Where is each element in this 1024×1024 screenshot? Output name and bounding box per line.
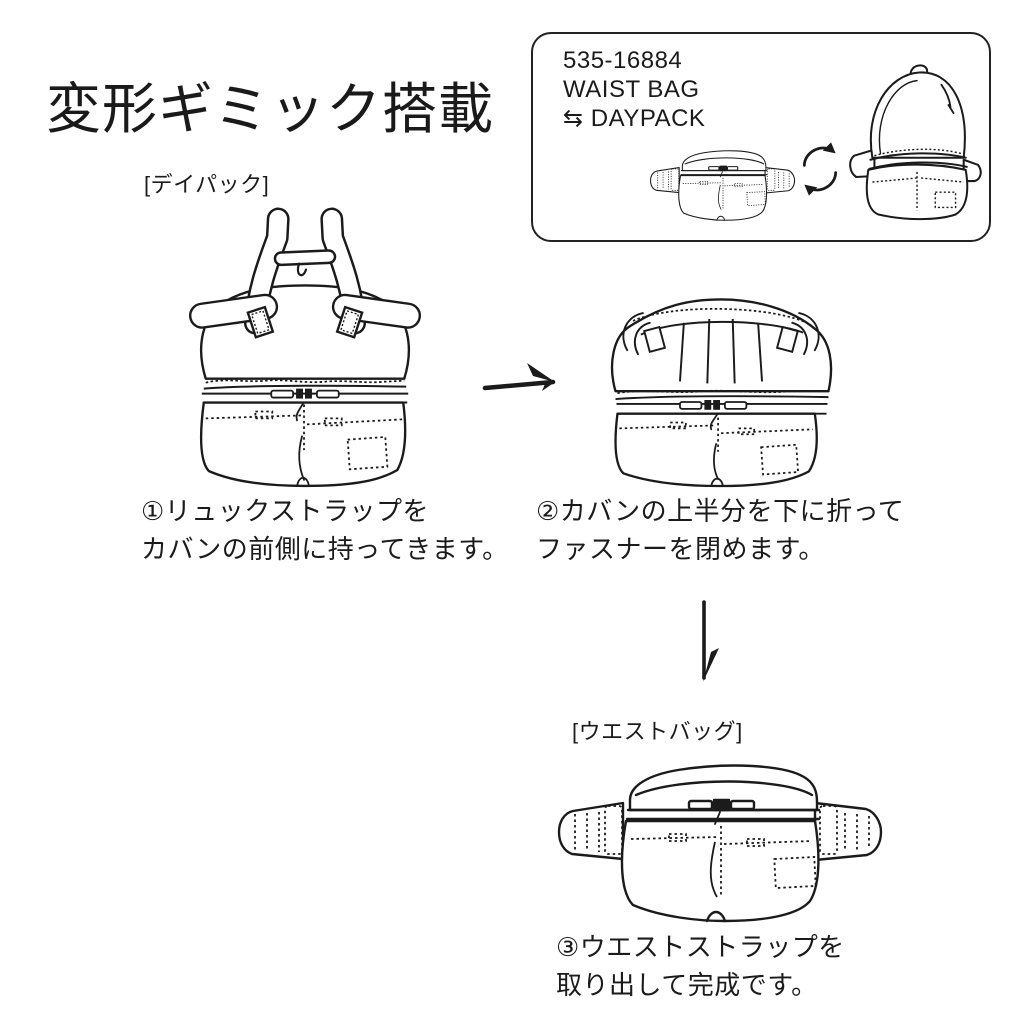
mini-daypack-illustration — [849, 64, 982, 221]
swap-arrows-icon: ⇆ — [563, 105, 584, 132]
step2-caption: ②カバンの上半分を下に折って ファスナーを閉めます。 — [536, 492, 904, 568]
step1-caption-line1: ①リュックストラップを — [141, 496, 430, 526]
right-arrow-icon — [482, 363, 556, 391]
step3-caption: ③ウエストストラップを 取り出して完成です。 — [556, 928, 845, 1004]
folded-bag-illustration — [610, 298, 833, 488]
step1-caption: ①リュックストラップを カバンの前側に持ってきます。 — [141, 492, 509, 568]
product-name-line2-text: DAYPACK — [590, 105, 706, 132]
step3-label: [ウエストバッグ] — [572, 719, 743, 744]
step3-caption-line1: ③ウエストストラップを — [556, 932, 845, 962]
step1-label: [デイパック] — [144, 172, 270, 197]
product-name-line2: ⇆ DAYPACK — [563, 104, 705, 133]
daypack-illustration — [189, 207, 421, 488]
step2-caption-line1: ②カバンの上半分を下に折って — [536, 496, 905, 526]
step3-caption-line2: 取り出して完成です。 — [556, 970, 818, 1000]
cycle-arrows-icon — [802, 142, 838, 196]
step2-caption-line2: ファスナーを閉めます。 — [536, 534, 825, 564]
waist-bag-illustration — [551, 746, 891, 936]
mini-waist-bag-illustration — [647, 142, 799, 227]
step1-caption-line2: カバンの前側に持ってきます。 — [141, 534, 509, 564]
product-info-text: 535-16884 WAIST BAG ⇆ DAYPACK — [563, 46, 705, 133]
model-number: 535-16884 — [563, 47, 683, 74]
down-arrow-icon — [702, 600, 719, 682]
product-name-line1: WAIST BAG — [563, 76, 700, 103]
product-info-box: 535-16884 WAIST BAG ⇆ DAYPACK — [531, 32, 991, 242]
page-title: 変形ギミック搭載 — [46, 78, 495, 140]
